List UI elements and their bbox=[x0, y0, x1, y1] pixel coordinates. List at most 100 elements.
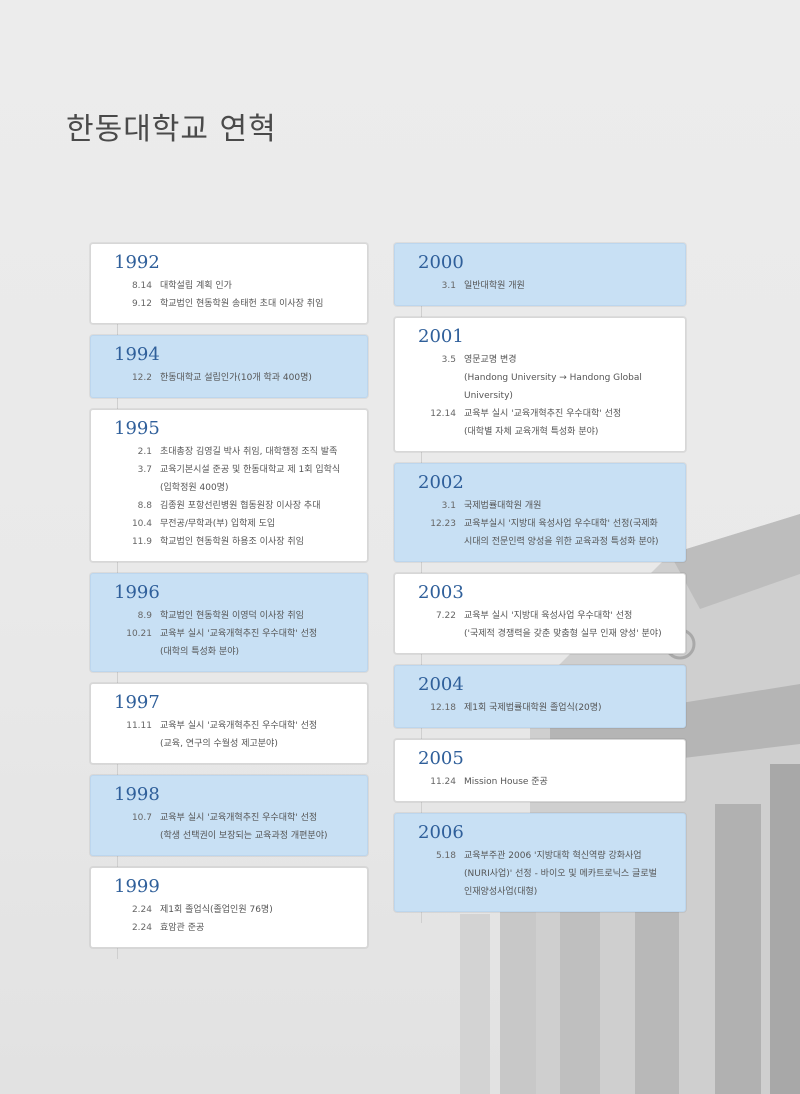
year-heading: 2000 bbox=[418, 252, 464, 273]
entry-date bbox=[418, 533, 464, 551]
entry-date: 3.1 bbox=[441, 501, 456, 511]
entry-description: 교육부실시 '지방대 육성사업 우수대학' 선정(국제화 bbox=[464, 519, 658, 529]
timeline-entry: (대학별 자체 교육개혁 특성화 분야) bbox=[418, 423, 675, 441]
entry-description: 대학설립 계획 인가 bbox=[160, 281, 232, 291]
entry-date: 12.18 bbox=[430, 703, 456, 713]
entry-description: 인재양성사업(대형) bbox=[464, 887, 538, 897]
entry-description: (대학별 자체 교육개혁 특성화 분야) bbox=[464, 427, 599, 437]
timeline-entry: (학생 선택권이 보장되는 교육과정 개편분야) bbox=[114, 827, 357, 845]
timeline-entry: 10.4 무전공/무학과(부) 입학제 도입 bbox=[114, 515, 357, 533]
entry-description: 일반대학원 개원 bbox=[464, 281, 525, 291]
entry-date: 3.1 bbox=[441, 281, 456, 291]
entry-date bbox=[418, 625, 464, 643]
entry-date bbox=[114, 735, 160, 753]
entry-description: Mission House 준공 bbox=[464, 777, 548, 787]
entry-date bbox=[418, 865, 464, 883]
timeline-card-2005: 2005 11.24 Mission House 준공 bbox=[394, 739, 686, 802]
entry-description: (NURI사업)' 선정 - 바이오 및 메카트로닉스 글로벌 bbox=[464, 869, 657, 879]
timeline-entry: 인재양성사업(대형) bbox=[418, 883, 675, 901]
timeline-card-2000: 2000 3.1 일반대학원 개원 bbox=[394, 243, 686, 306]
timeline-entry: 12.2 한동대학교 설립인가(10개 학과 400명) bbox=[114, 369, 357, 387]
timeline-entry: (NURI사업)' 선정 - 바이오 및 메카트로닉스 글로벌 bbox=[418, 865, 675, 883]
entry-date: 2.24 bbox=[131, 923, 152, 933]
entry-description: 교육부 실시 '교육개혁추진 우수대학' 선정 bbox=[160, 629, 318, 639]
entry-description: 학교법인 현동학원 이영덕 이사장 취임 bbox=[160, 611, 304, 621]
timeline-entry: ('국제적 경쟁력을 갖춘 맞춤형 실무 인재 양성' 분야) bbox=[418, 625, 675, 643]
timeline-entry: 7.22 교육부 실시 '지방대 육성사업 우수대학' 선정 bbox=[418, 607, 675, 625]
timeline-card-2003: 2003 7.22 교육부 실시 '지방대 육성사업 우수대학' 선정 ('국제적 경… bbox=[394, 573, 686, 654]
entry-description: 교육부 실시 '교육개혁추진 우수대학' 선정 bbox=[464, 409, 622, 419]
year-heading: 2005 bbox=[418, 748, 464, 769]
year-heading: 2006 bbox=[418, 822, 464, 843]
entry-description: ('국제적 경쟁력을 갖춘 맞춤형 실무 인재 양성' 분야) bbox=[464, 629, 662, 639]
entry-date: 8.14 bbox=[131, 281, 152, 291]
entry-date bbox=[114, 643, 160, 661]
entry-date bbox=[114, 827, 160, 845]
entry-description: 무전공/무학과(부) 입학제 도입 bbox=[160, 519, 276, 529]
entry-description: (학생 선택권이 보장되는 교육과정 개편분야) bbox=[160, 831, 328, 841]
entry-description: 교육부 실시 '교육개혁추진 우수대학' 선정 bbox=[160, 813, 318, 823]
entry-date: 8.9 bbox=[137, 611, 152, 621]
entry-description: 시대의 전문인력 양성을 위한 교육과정 특성화 분야) bbox=[464, 537, 659, 547]
entry-description: 영문교명 변경 bbox=[464, 355, 517, 365]
entry-description: (Handong University → Handong Global Uni… bbox=[464, 373, 642, 401]
year-heading: 1996 bbox=[114, 582, 160, 603]
timeline-entry: (교육, 연구의 수월성 제고분야) bbox=[114, 735, 357, 753]
entry-description: 효암관 준공 bbox=[160, 923, 205, 933]
year-heading: 1997 bbox=[114, 692, 160, 713]
entry-description: 교육부 실시 '교육개혁추진 우수대학' 선정 bbox=[160, 721, 318, 731]
page-title: 한동대학교 연혁 bbox=[66, 112, 277, 147]
timeline-entry: 3.1 국제법률대학원 개원 bbox=[418, 497, 675, 515]
entry-date: 3.7 bbox=[137, 465, 152, 475]
entry-date bbox=[114, 479, 160, 497]
entry-description: 제1회 졸업식(졸업인원 76명) bbox=[160, 905, 273, 915]
timeline-entry: (대학의 특성화 분야) bbox=[114, 643, 357, 661]
entry-date: 7.22 bbox=[435, 611, 456, 621]
entry-description: 한동대학교 설립인가(10개 학과 400명) bbox=[160, 373, 312, 383]
entry-description: (교육, 연구의 수월성 제고분야) bbox=[160, 739, 278, 749]
entry-date bbox=[418, 423, 464, 441]
entry-date bbox=[418, 369, 464, 405]
year-heading: 2003 bbox=[418, 582, 464, 603]
year-heading: 2001 bbox=[418, 326, 464, 347]
timeline-entry: 11.11 교육부 실시 '교육개혁추진 우수대학' 선정 bbox=[114, 717, 357, 735]
entry-description: 김종원 포항선린병원 협동원장 이사장 추대 bbox=[160, 501, 321, 511]
entry-date: 2.24 bbox=[131, 905, 152, 915]
timeline-entry: 3.1 일반대학원 개원 bbox=[418, 277, 675, 295]
entry-description: 국제법률대학원 개원 bbox=[464, 501, 542, 511]
year-heading: 2002 bbox=[418, 472, 464, 493]
timeline-entry: 시대의 전문인력 양성을 위한 교육과정 특성화 분야) bbox=[418, 533, 675, 551]
entry-date: 11.24 bbox=[430, 777, 456, 787]
entry-description: 교육부 실시 '지방대 육성사업 우수대학' 선정 bbox=[464, 611, 633, 621]
entry-date: 11.9 bbox=[131, 537, 152, 547]
entry-description: 학교법인 현동학원 하용조 이사장 취임 bbox=[160, 537, 304, 547]
entry-date: 10.4 bbox=[131, 519, 152, 529]
year-heading: 1992 bbox=[114, 252, 160, 273]
entry-description: 교육부주관 2006 '지방대학 혁신역량 강화사업 bbox=[464, 851, 642, 861]
entry-description: 학교법인 현동학원 송태헌 초대 이사장 취임 bbox=[160, 299, 324, 309]
entry-date: 10.7 bbox=[131, 813, 152, 823]
entry-date: 11.11 bbox=[126, 721, 152, 731]
entry-description: (대학의 특성화 분야) bbox=[160, 647, 239, 657]
entry-description: 초대총장 김영길 박사 취임, 대학행정 조직 발족 bbox=[160, 447, 338, 457]
year-heading: 1995 bbox=[114, 418, 160, 439]
timeline-entry: 8.14 대학설립 계획 인가 bbox=[114, 277, 357, 295]
entry-date: 12.2 bbox=[131, 373, 152, 383]
year-heading: 2004 bbox=[418, 674, 464, 695]
